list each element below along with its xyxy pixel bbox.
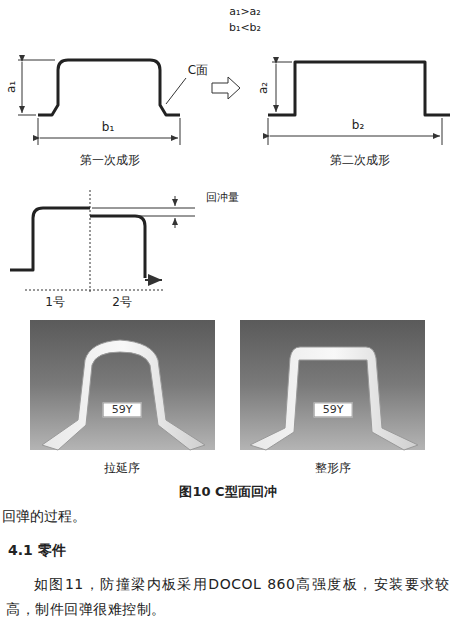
note: b₁<b₂ (229, 21, 261, 34)
callout: C面 (188, 63, 208, 77)
body-text: 如图11，防撞梁内板采用DOCOL 860高强度板，安装要求较高，制件回弹很难控… (6, 572, 450, 621)
body-text: 回弹的过程。 (2, 508, 86, 525)
photo-caption: 拉延序 (104, 461, 140, 475)
part-tag: 59Y (314, 402, 353, 417)
dimension: a₁ (4, 81, 18, 93)
dimension: b₂ (352, 118, 364, 132)
part-tag: 59Y (103, 402, 142, 417)
part-label: 2号 (112, 295, 132, 309)
note: a₁>a₂ (229, 5, 261, 18)
callout: 回冲量 (206, 191, 239, 204)
sub-caption: 第一次成形 (80, 153, 140, 167)
section-heading: 4.1 零件 (8, 542, 66, 559)
dimension: b₁ (102, 120, 114, 134)
part-label: 1号 (45, 295, 65, 309)
dimension: a₂ (256, 82, 270, 94)
photo-caption: 整形序 (315, 461, 351, 475)
sub-caption: 第二次成形 (330, 153, 390, 167)
figure-caption: 图10 C型面回冲 (179, 484, 276, 500)
